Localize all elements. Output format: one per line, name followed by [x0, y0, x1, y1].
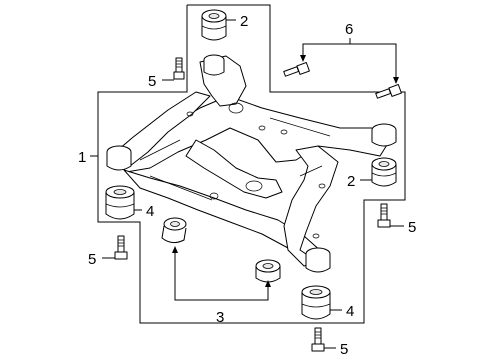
bushing-top: [201, 9, 227, 41]
leader-3-arrow-right: [265, 280, 271, 287]
subframe-right-mount: [371, 123, 397, 147]
leader-6: [302, 43, 397, 80]
callout-1: 1: [78, 149, 86, 166]
callout-5-top: 5: [148, 73, 156, 90]
callout-5-right: 5: [408, 219, 416, 236]
subframe-front-mount: [305, 247, 331, 273]
bolt-left: [114, 235, 128, 260]
callout-6: 6: [345, 21, 353, 38]
bolt-6-right: [375, 84, 402, 99]
subframe-left-mount: [106, 145, 132, 171]
callout-2-right: 2: [347, 173, 355, 190]
assembly-boundary-line: [97, 4, 406, 324]
callout-3: 3: [216, 309, 224, 326]
leader-3-arrow-left: [172, 246, 178, 253]
bolt-bottom: [311, 327, 325, 352]
bushing-3-right: [255, 259, 281, 283]
subframe-crossmember: [111, 55, 391, 269]
mount-left: [105, 185, 135, 220]
bushing-right: [371, 157, 397, 187]
bolt-top: [173, 57, 185, 80]
subframe-top-mount: [203, 54, 225, 76]
callout-4-bottom: 4: [346, 303, 354, 320]
leader-3: [174, 250, 269, 301]
callout-2-top: 2: [240, 13, 248, 30]
bolt-right: [377, 203, 391, 228]
callout-5-bottom: 5: [340, 341, 348, 358]
bolt-6-left: [283, 62, 310, 77]
callout-4-left: 4: [146, 203, 154, 220]
leader-6-arrow-right: [393, 77, 399, 84]
leader-6-arrow-left: [300, 55, 306, 62]
callout-5-left: 5: [88, 251, 96, 268]
mount-bottom: [301, 285, 331, 320]
bushing-3-left: [161, 217, 187, 244]
